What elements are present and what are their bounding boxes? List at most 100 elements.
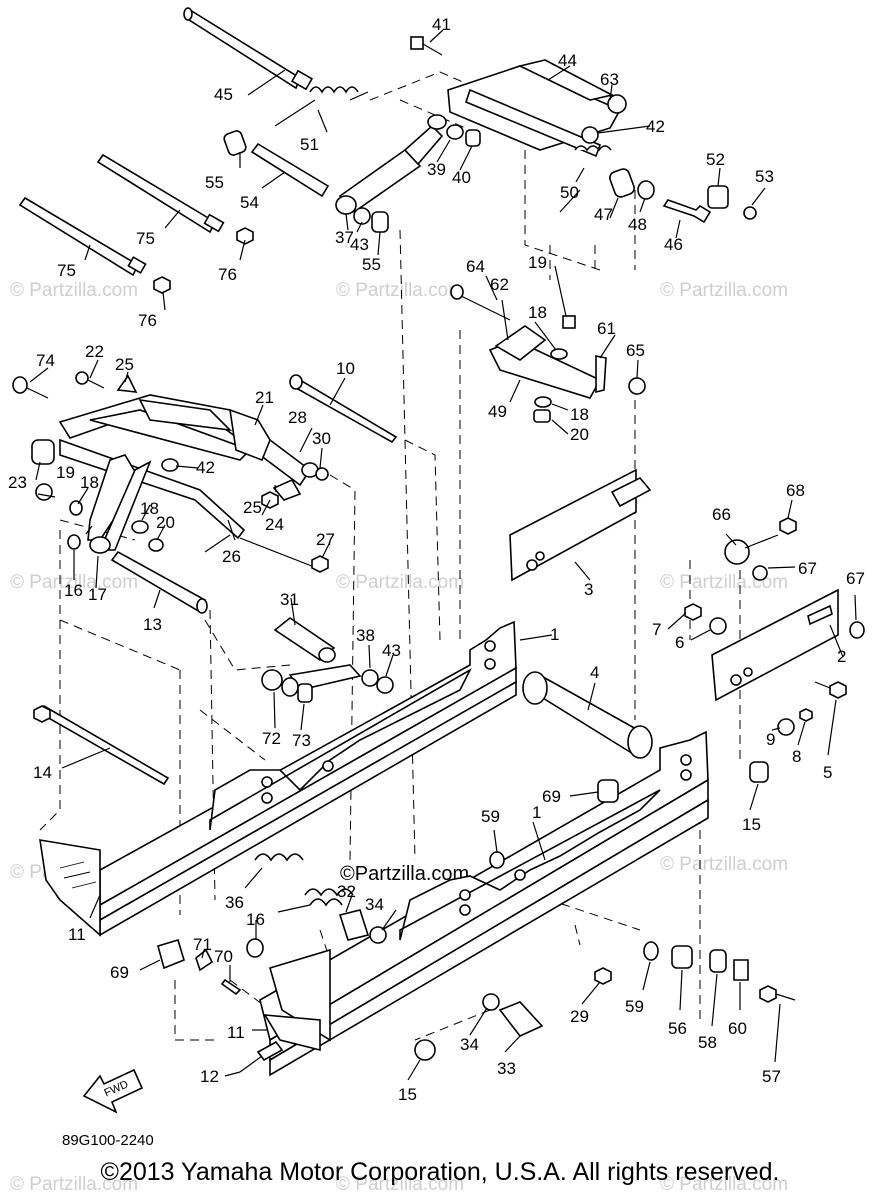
callout: 6 — [675, 633, 684, 652]
watermark: © Partzilla.com — [660, 280, 788, 301]
callout: 42 — [196, 458, 215, 477]
plate-2 — [711, 588, 839, 702]
callout: 53 — [755, 167, 774, 186]
callout: 25 — [115, 355, 134, 374]
callout: 2 — [837, 647, 846, 666]
callout: 61 — [597, 319, 616, 338]
callout: 45 — [214, 85, 233, 104]
callout: 32 — [337, 882, 356, 901]
callout: 4 — [590, 663, 599, 682]
callout: 58 — [698, 1033, 717, 1052]
callout: 31 — [280, 590, 299, 609]
callout: 1 — [550, 625, 559, 644]
callout: 7 — [652, 620, 661, 639]
callout: 41 — [432, 15, 451, 34]
callout: 29 — [570, 1007, 589, 1026]
watermark: © Partzilla.com — [336, 572, 464, 593]
bolt-14 — [33, 704, 170, 786]
callout: 15 — [398, 1085, 417, 1104]
callout: 21 — [255, 388, 274, 407]
callout: 34 — [365, 895, 384, 914]
callout: 59 — [625, 997, 644, 1016]
callout: 16 — [246, 910, 265, 929]
callout: 56 — [668, 1019, 687, 1038]
watermark: © Partzilla.com — [336, 280, 464, 301]
shaft-75-upper — [96, 153, 225, 234]
callout: 3 — [584, 580, 593, 599]
callout: 55 — [362, 255, 381, 274]
callout: 39 — [427, 160, 446, 179]
callout: 65 — [626, 341, 645, 360]
shaft-54 — [250, 142, 330, 198]
bracket-49 — [450, 284, 646, 423]
callout: 13 — [143, 615, 162, 634]
slide-rail-left — [39, 620, 517, 937]
bushing-55 — [223, 130, 247, 156]
callout: 73 — [292, 731, 311, 750]
callout: 15 — [742, 815, 761, 834]
callout: 17 — [88, 585, 107, 604]
callout: 14 — [33, 763, 52, 782]
callout: 59 — [481, 807, 500, 826]
callout: 67 — [846, 569, 865, 588]
callout: 52 — [706, 150, 725, 169]
watermark: © Partzilla.com — [660, 854, 788, 875]
callout: 1 — [532, 803, 541, 822]
callout: 38 — [356, 626, 375, 645]
callout: 8 — [792, 747, 801, 766]
spring-51 — [274, 86, 369, 127]
callout: 75 — [57, 261, 76, 280]
fwd-arrow-icon: FWD — [82, 1068, 144, 1114]
plate-3 — [509, 468, 652, 582]
callout: 67 — [798, 559, 817, 578]
watermark: © Partzilla.com — [660, 1174, 788, 1195]
callout: 42 — [646, 117, 665, 136]
shaft-13 — [110, 550, 208, 614]
callout: 20 — [156, 513, 175, 532]
callout: 63 — [600, 70, 619, 89]
callout: 18 — [528, 303, 547, 322]
leader-lines — [29, 29, 857, 1081]
watermark: © Partzilla.com — [10, 1174, 138, 1195]
front-arm-assembly — [12, 371, 329, 573]
callout: 43 — [382, 641, 401, 660]
callout: 70 — [214, 947, 233, 966]
pipe-31 — [261, 617, 394, 703]
watermark: © Partzilla.com — [10, 572, 138, 593]
center-watermark: ©Partzilla.com — [340, 863, 469, 885]
callout: 74 — [36, 351, 55, 370]
slide-rail-right — [259, 730, 709, 1077]
callout: 55 — [205, 173, 224, 192]
callout: 18 — [80, 473, 99, 492]
callout: 19 — [528, 253, 547, 272]
callout: 57 — [762, 1067, 781, 1086]
callout: 40 — [452, 168, 471, 187]
callout: 18 — [570, 405, 589, 424]
shaft-45 — [183, 7, 314, 91]
callout: 49 — [488, 402, 507, 421]
callout: 66 — [712, 505, 731, 524]
callout: 72 — [262, 729, 281, 748]
callout: 62 — [490, 275, 509, 294]
callout-labels: 1 1 2 3 4 5 6 7 8 9 10 11 11 12 13 14 15… — [8, 15, 865, 1104]
callout: 54 — [240, 193, 259, 212]
callout: 5 — [823, 763, 832, 782]
callout: 64 — [466, 257, 485, 276]
callout: 34 — [460, 1035, 479, 1054]
callout: 18 — [140, 499, 159, 518]
watermark: © Partzilla.com — [10, 280, 138, 301]
callout: 26 — [222, 547, 241, 566]
callout: 30 — [312, 429, 331, 448]
callout: 44 — [558, 51, 577, 70]
watermark: © Partzilla.com — [660, 572, 788, 593]
callout: 11 — [227, 1023, 245, 1042]
callout: 9 — [766, 730, 775, 749]
callout: 10 — [336, 359, 355, 378]
copyright-notice: ©2013 Yamaha Motor Corporation, U.S.A. A… — [100, 1158, 780, 1186]
callout: 51 — [300, 135, 319, 154]
callout: 50 — [560, 183, 579, 202]
callout: 68 — [786, 481, 805, 500]
callout: 16 — [64, 581, 83, 600]
callout: 22 — [85, 342, 104, 361]
